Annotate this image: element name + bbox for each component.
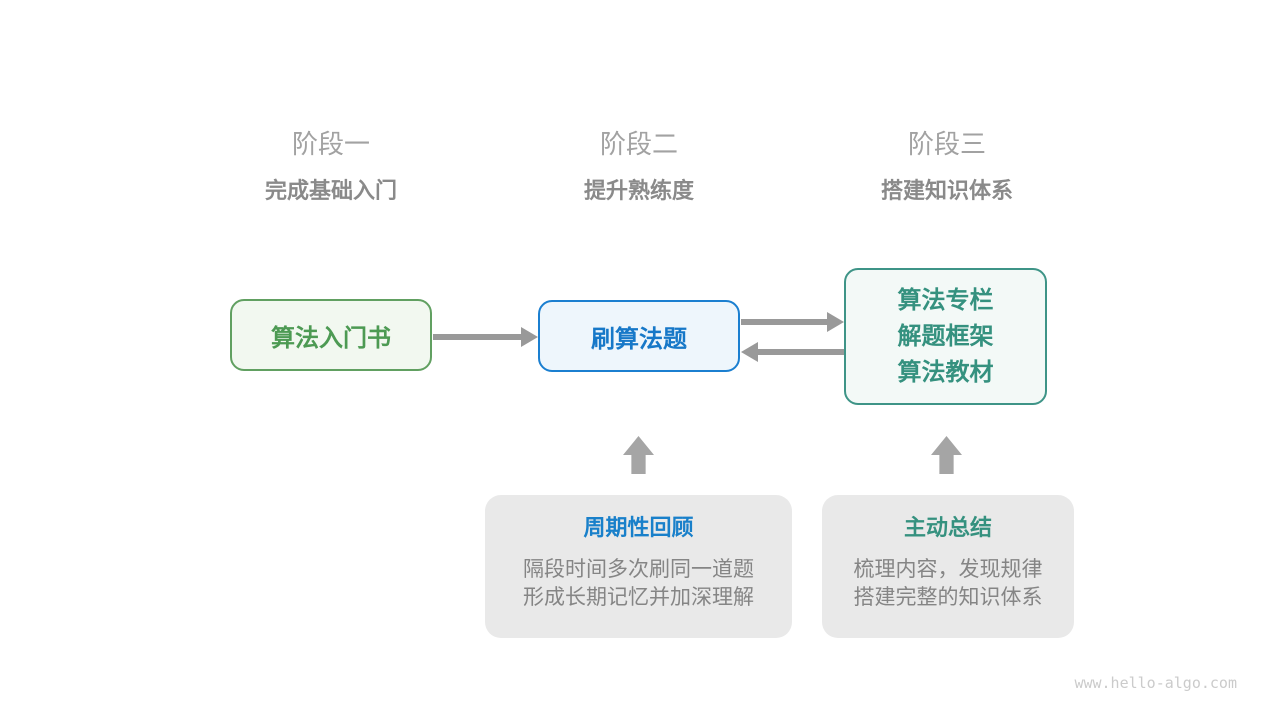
up-arrow-icon-review	[623, 436, 654, 474]
note-periodic-review-title: 周期性回顾	[583, 515, 694, 540]
site-watermark: www.hello-algo.com	[1074, 674, 1237, 692]
stage-1-header: 阶段一 完成基础入门	[181, 130, 481, 205]
node-intro-book-label: 算法入门书	[271, 324, 391, 352]
stage-2-label: 阶段二	[599, 129, 678, 159]
node-intro-book: 算法入门书	[230, 299, 432, 371]
stage-3-label: 阶段三	[907, 129, 986, 159]
arrow-right-head-icon	[827, 312, 844, 332]
node-practice-problems: 刷算法题	[538, 300, 740, 372]
note-periodic-review: 周期性回顾 隔段时间多次刷同一道题 形成长期记忆并加深理解	[485, 495, 792, 638]
stage-2-header: 阶段二 提升熟练度	[489, 130, 789, 205]
note-body-line: 梳理内容，发现规律	[853, 558, 1043, 581]
stage-1-subtitle: 完成基础入门	[264, 178, 397, 203]
note-periodic-review-body: 隔段时间多次刷同一道题 形成长期记忆并加深理解	[485, 556, 792, 612]
arrow-shaft	[741, 319, 829, 325]
stage-3-subtitle: 搭建知识体系	[880, 178, 1013, 203]
stage-1-label: 阶段一	[291, 129, 370, 159]
node-practice-problems-label: 刷算法题	[591, 325, 687, 353]
arrow-stage3-to-stage2	[741, 342, 844, 362]
arrow-shaft	[756, 349, 844, 355]
note-body-line: 搭建完整的知识体系	[853, 586, 1043, 609]
arrow-stage1-to-stage2	[433, 327, 538, 347]
note-active-summary-body: 梳理内容，发现规律 搭建完整的知识体系	[822, 556, 1074, 612]
note-body-line: 形成长期记忆并加深理解	[523, 586, 754, 609]
stage-2-subtitle: 提升熟练度	[583, 178, 694, 203]
up-arrow-icon-summary	[931, 436, 962, 474]
node-resources-line-1: 算法专栏	[897, 286, 994, 314]
node-resources-line-2: 解题框架	[897, 322, 994, 350]
stage-3-header: 阶段三 搭建知识体系	[797, 130, 1097, 205]
note-active-summary-title: 主动总结	[903, 515, 992, 540]
arrow-right-head-icon	[521, 327, 538, 347]
arrow-left-head-icon	[741, 342, 758, 362]
note-active-summary: 主动总结 梳理内容，发现规律 搭建完整的知识体系	[822, 495, 1074, 638]
note-body-line: 隔段时间多次刷同一道题	[523, 558, 754, 581]
node-knowledge-resources: 算法专栏 解题框架 算法教材	[844, 268, 1047, 405]
arrow-shaft	[433, 334, 523, 340]
arrow-stage2-to-stage3	[741, 312, 844, 332]
node-resources-line-3: 算法教材	[897, 358, 994, 386]
